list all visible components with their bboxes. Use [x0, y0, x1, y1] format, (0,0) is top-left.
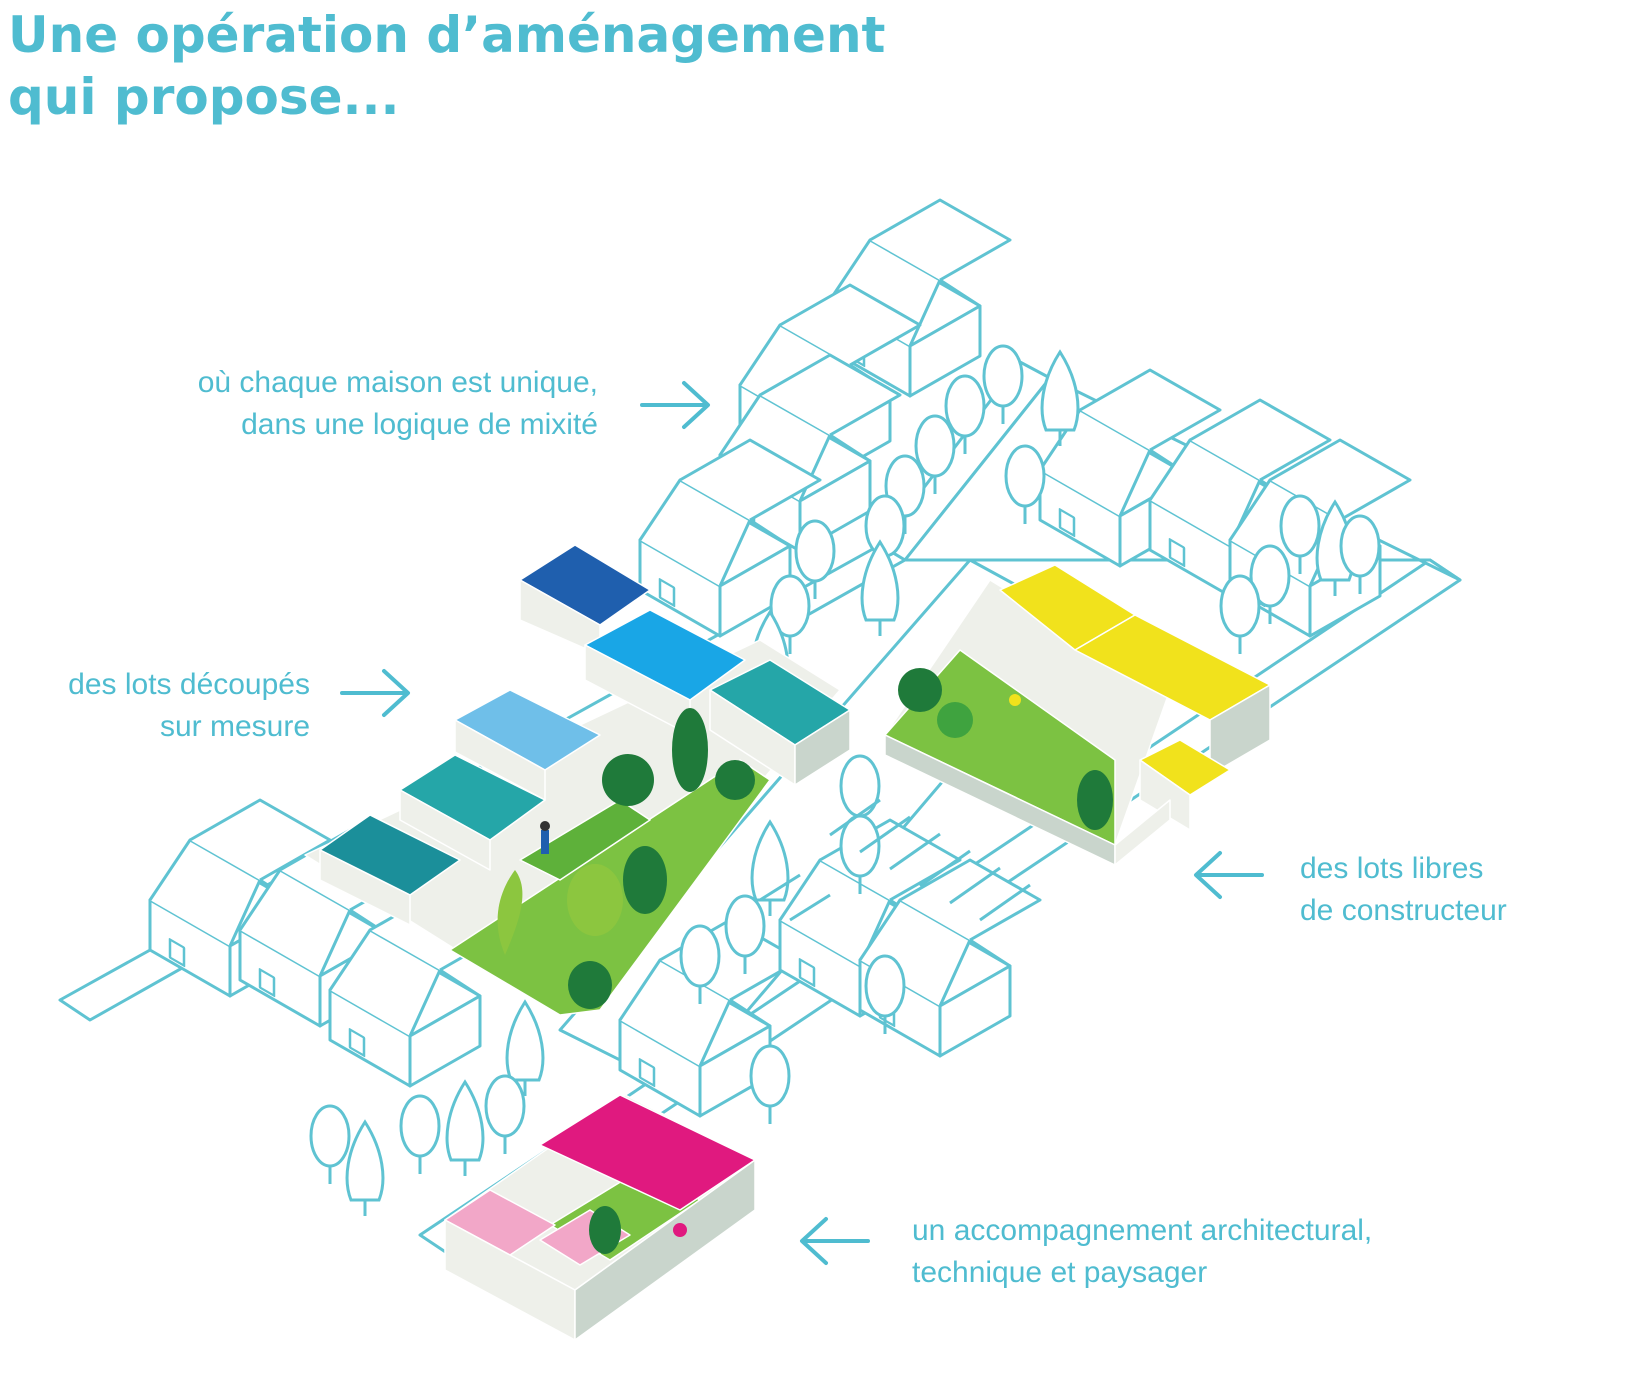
- label-lots-decoupes-line-2: sur mesure: [159, 710, 310, 743]
- label-maison-unique-line-2: dans une logique de mixité: [241, 408, 598, 441]
- label-maison-unique: où chaque maison est unique, dans une lo…: [198, 362, 598, 446]
- label-lots-decoupes: des lots découpés sur mesure: [68, 664, 310, 748]
- page-title-line-2: qui propose...: [8, 68, 400, 126]
- page-title: Une opération d’aménagement qui propose.…: [8, 4, 885, 128]
- page-title-line-1: Une opération d’aménagement: [8, 6, 886, 64]
- label-lots-libres-line-2: de constructeur: [1300, 894, 1507, 927]
- arrow-right-icon: [340, 669, 410, 717]
- label-maison-unique-line-1: où chaque maison est unique,: [197, 366, 598, 399]
- arrow-left-icon: [1194, 851, 1264, 899]
- label-lots-libres: des lots libres de constructeur: [1300, 848, 1507, 932]
- arrow-right-icon: [640, 381, 710, 429]
- label-lots-libres-line-1: des lots libres: [1300, 852, 1484, 885]
- label-accompagnement: un accompagnement architectural, techniq…: [912, 1210, 1372, 1294]
- label-accompagnement-line-2: technique et paysager: [912, 1256, 1208, 1289]
- label-accompagnement-line-1: un accompagnement architectural,: [912, 1214, 1373, 1247]
- label-lots-decoupes-line-1: des lots découpés: [68, 668, 310, 701]
- arrow-left-icon: [800, 1217, 870, 1265]
